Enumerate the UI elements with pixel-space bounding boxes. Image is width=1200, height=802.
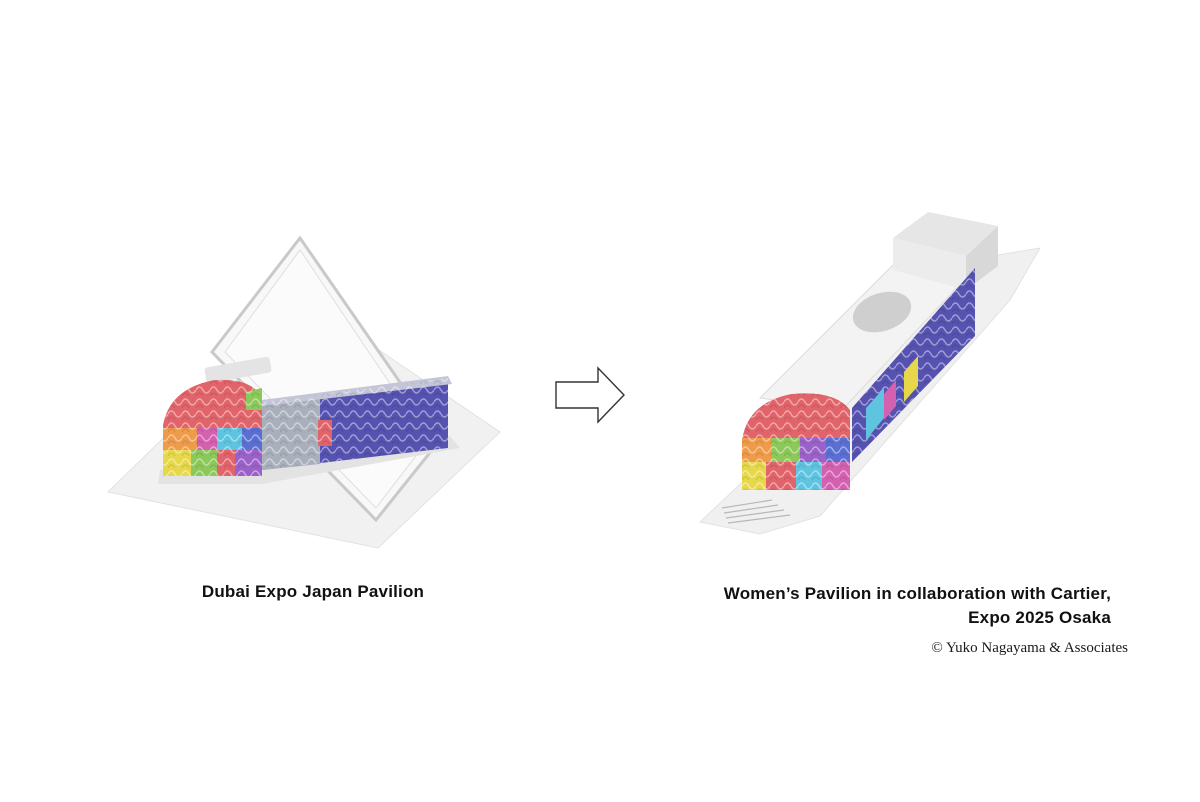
womens-stairs xyxy=(721,499,791,524)
womens-roof-opening xyxy=(852,291,912,333)
dubai-pavilion-illustration xyxy=(106,235,501,549)
womens-roof-box-front xyxy=(893,238,966,290)
caption-dubai-pavilion: Dubai Expo Japan Pavilion xyxy=(201,582,425,601)
womens-panel-magenta xyxy=(884,380,896,420)
womens-panel-cyan xyxy=(866,388,884,440)
womens-roof-box-top xyxy=(893,212,998,256)
caption-womens-pavilion: Women’s Pavilion in collaboration with C… xyxy=(724,582,1111,630)
womens-panel-yellow-b xyxy=(904,356,918,402)
caption-womens-line2: Expo 2025 Osaka xyxy=(968,608,1111,627)
arrow-right-icon xyxy=(555,366,625,424)
dubai-roof-box xyxy=(204,356,272,384)
copyright-credit: © Yuko Nagayama & Associates xyxy=(931,640,1128,656)
caption-womens-line1: Women’s Pavilion in collaboration with C… xyxy=(723,584,1111,603)
womens-pavilion-illustration xyxy=(698,212,1041,535)
dubai-colored-wall xyxy=(163,376,452,476)
